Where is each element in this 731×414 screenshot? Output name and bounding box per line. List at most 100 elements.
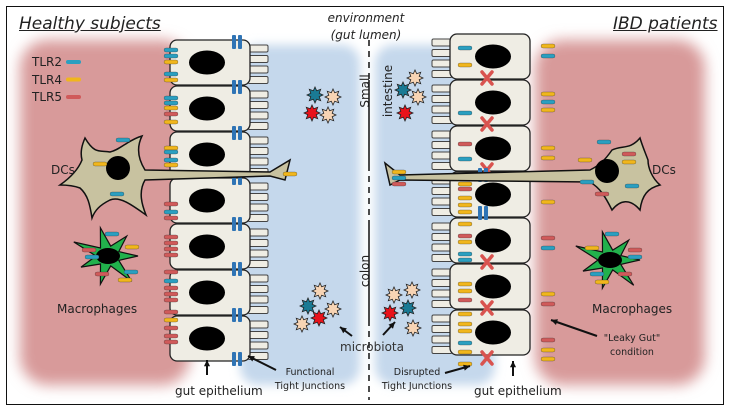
leaky-gut-line2: condition bbox=[610, 347, 654, 358]
cell-nucleus bbox=[475, 320, 511, 345]
microvillus bbox=[247, 228, 269, 237]
dc-nucleus bbox=[595, 159, 619, 183]
microvillus bbox=[431, 59, 453, 68]
microvillus bbox=[247, 55, 269, 63]
microvillus bbox=[431, 243, 453, 252]
microvillus bbox=[247, 76, 269, 84]
microvillus bbox=[431, 325, 453, 333]
tlr-t5 bbox=[163, 309, 179, 315]
tlr-t5 bbox=[81, 247, 97, 253]
tlr-t2 bbox=[457, 45, 473, 51]
tlr-t4 bbox=[584, 245, 600, 251]
tight-junction bbox=[232, 217, 236, 231]
microvillus bbox=[247, 182, 269, 191]
tlr-t2 bbox=[579, 179, 595, 185]
tlr-t2 bbox=[163, 157, 179, 163]
tlr-t4 bbox=[457, 239, 473, 245]
macrophages-right-label: Macrophages bbox=[592, 302, 673, 316]
tlr-t4 bbox=[457, 209, 473, 215]
tlr-t5 bbox=[457, 186, 473, 192]
disrupted-tj-line1: Disrupted bbox=[393, 367, 441, 378]
functional-tj-line2: Tight Junctions bbox=[274, 381, 346, 392]
tight-junction bbox=[238, 80, 242, 94]
legend-tlr2-swatch bbox=[66, 60, 81, 64]
microbe bbox=[306, 86, 324, 104]
microvillus bbox=[431, 222, 453, 231]
tlr-t2 bbox=[163, 47, 179, 53]
tlr-t5 bbox=[627, 247, 643, 253]
tlr-t4 bbox=[457, 195, 473, 201]
cell-nucleus bbox=[189, 234, 225, 259]
disrupted-junction-x bbox=[480, 300, 494, 316]
tlr-t4 bbox=[391, 169, 407, 175]
tlr-t4 bbox=[163, 162, 179, 168]
tlr-t5 bbox=[617, 271, 633, 277]
tlr-t4 bbox=[540, 91, 556, 97]
cell-nucleus bbox=[189, 326, 225, 351]
microvillus bbox=[247, 101, 269, 109]
microvillus bbox=[431, 335, 453, 344]
microvillus bbox=[431, 162, 453, 170]
microvillus bbox=[247, 214, 269, 222]
tlr-t4 bbox=[457, 202, 473, 208]
microvillus bbox=[247, 306, 269, 314]
leaky-gut-label: "Leaky Gut" condition bbox=[592, 332, 672, 360]
tight-junction bbox=[238, 126, 242, 140]
tlr-t5 bbox=[391, 181, 407, 187]
microvillus bbox=[431, 289, 453, 298]
microvillus bbox=[247, 249, 269, 258]
cell-nucleus bbox=[189, 280, 225, 305]
tlr-t4 bbox=[124, 244, 140, 250]
microvillus bbox=[247, 285, 269, 293]
microbe bbox=[409, 88, 427, 106]
tlr-t5 bbox=[163, 111, 179, 117]
functional-tight-junctions-label: Functional Tight Junctions bbox=[270, 366, 350, 394]
arrow-disrupted-tj-head bbox=[463, 364, 470, 371]
tlr-t4 bbox=[457, 311, 473, 317]
tight-junction bbox=[232, 35, 236, 49]
microvillus bbox=[247, 274, 269, 283]
arrow-gut-epithelium-left-head bbox=[203, 360, 211, 367]
tlr-t4 bbox=[163, 105, 179, 111]
cell-nucleus bbox=[189, 96, 225, 121]
microbe bbox=[403, 281, 421, 299]
tlr-t4 bbox=[540, 145, 556, 151]
microbe bbox=[404, 319, 422, 337]
tlr-t5 bbox=[163, 333, 179, 339]
microvillus bbox=[247, 341, 269, 350]
functional-tj-line1: Functional bbox=[285, 367, 335, 378]
disrupted-junction-x bbox=[480, 116, 494, 132]
tlr-t5 bbox=[163, 215, 179, 221]
tlr-t2 bbox=[540, 99, 556, 105]
tlr-t2 bbox=[115, 137, 131, 143]
tlr-t4 bbox=[163, 119, 179, 125]
tight-junction bbox=[232, 308, 236, 322]
tlr-t4 bbox=[540, 356, 556, 362]
tlr-t4 bbox=[282, 171, 298, 177]
microvillus bbox=[431, 233, 453, 241]
tlr-t4 bbox=[163, 59, 179, 65]
microvillus bbox=[247, 44, 269, 53]
tlr-t5 bbox=[457, 141, 473, 147]
tlr-t5 bbox=[163, 240, 179, 246]
cell-nucleus bbox=[475, 274, 511, 299]
tight-junction bbox=[232, 262, 236, 276]
ibd-patients-title: IBD patients bbox=[613, 14, 718, 34]
microbe bbox=[406, 69, 424, 87]
dendritic-cell-right bbox=[383, 136, 662, 212]
tlr-t5 bbox=[540, 235, 556, 241]
tlr-t2 bbox=[104, 231, 120, 237]
macrophage-nucleus bbox=[598, 252, 622, 268]
microvillus bbox=[247, 136, 269, 145]
tlr-t5 bbox=[163, 285, 179, 291]
tlr-t2 bbox=[596, 139, 612, 145]
microbe bbox=[324, 88, 342, 106]
dcs-right-label: DCs bbox=[652, 163, 676, 177]
tlr-t5 bbox=[94, 271, 110, 277]
disrupted-junction-x bbox=[480, 350, 494, 366]
tlr-t2 bbox=[84, 254, 100, 260]
legend-tlr5-swatch bbox=[66, 95, 81, 99]
disrupted-tight-junctions-label: Disrupted Tight Junctions bbox=[377, 366, 457, 394]
legend-tlr4-label: TLR4 bbox=[32, 73, 62, 87]
arrow-functional-tj-head bbox=[248, 356, 255, 362]
